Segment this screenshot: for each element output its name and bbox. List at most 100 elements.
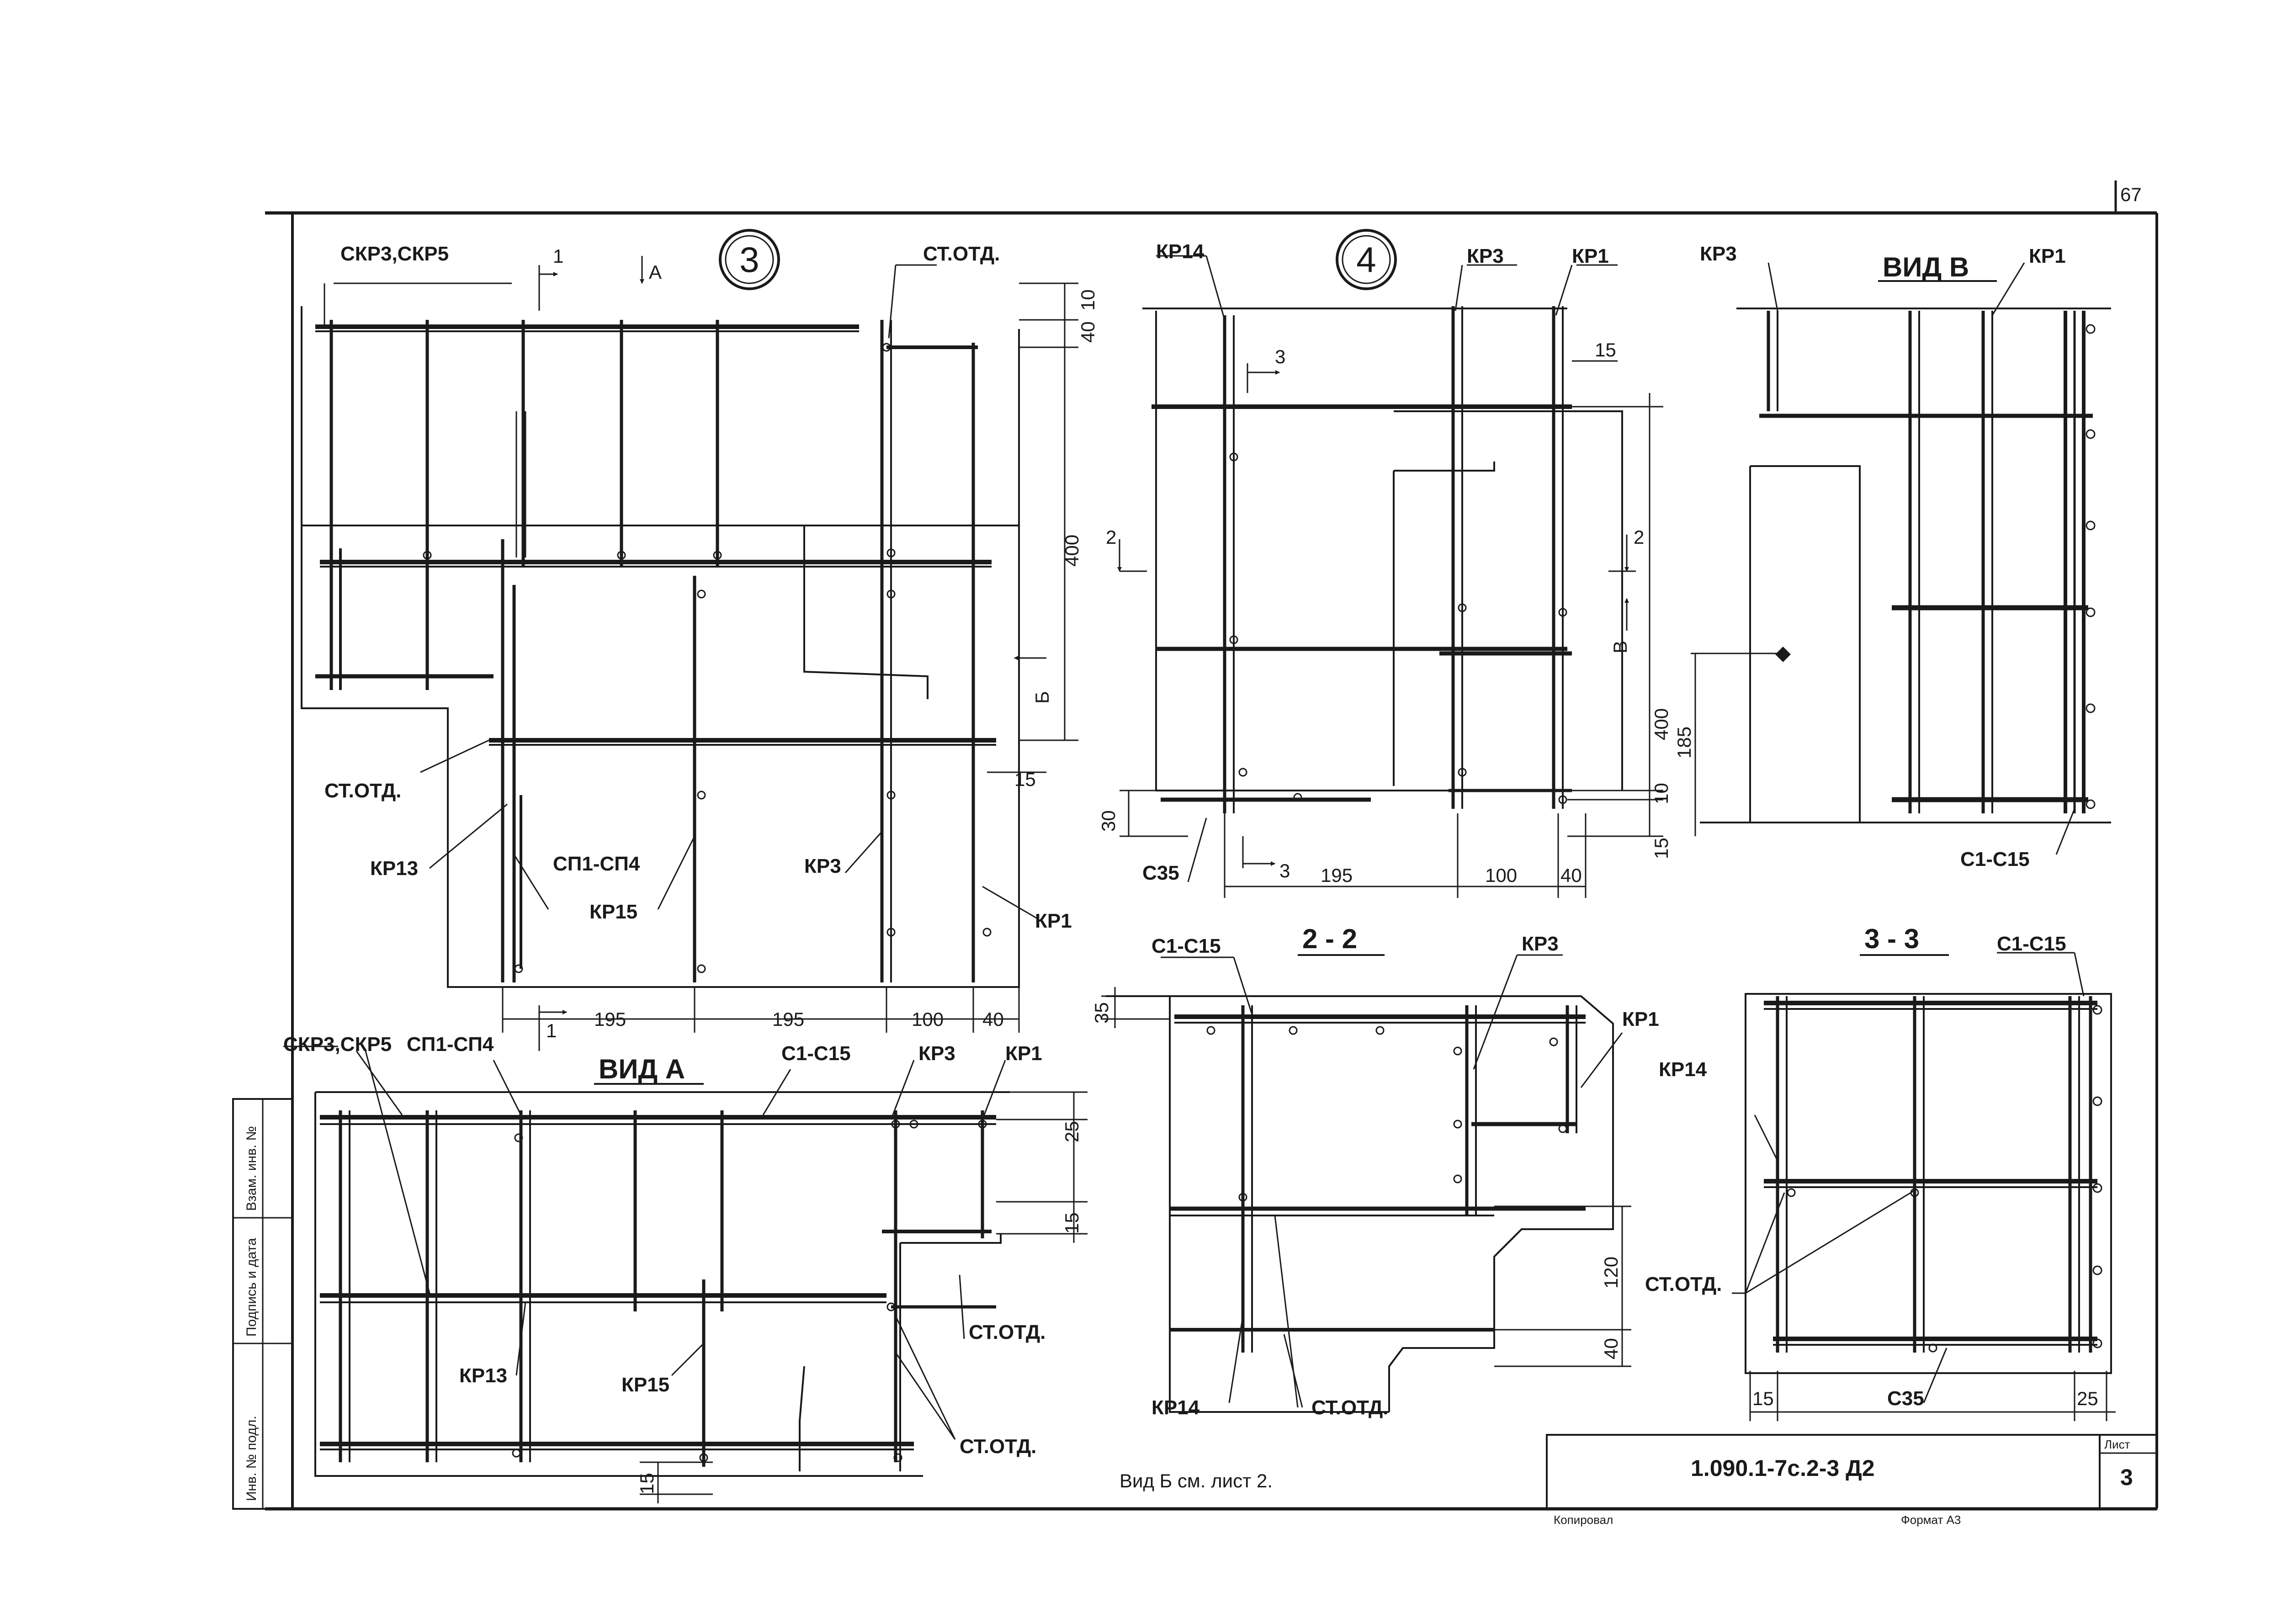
section-2-2-rebar	[1170, 1005, 1586, 1353]
section-3-3-dim-25: 25	[2077, 1388, 2098, 1409]
section-3-3-label-kr14: КР14	[1659, 1058, 1707, 1081]
node-4-outline	[1142, 308, 1623, 791]
node-3-arrow-a: А	[649, 261, 662, 283]
node-3-label-skr: СКР3,СКР5	[340, 243, 449, 265]
node-4-dim-195: 195	[1321, 865, 1353, 886]
view-v: ВИД В КР3 КР1 С1-С15 185	[1673, 243, 2111, 870]
node-4-cut2-right: 2	[1634, 526, 1644, 548]
view-v-outline	[1700, 308, 2111, 823]
section-2-2-label-c: С1-С15	[1152, 935, 1221, 957]
node-3-cut1-bottom: 1	[546, 1020, 557, 1041]
drawing-code: 1.090.1-7с.2-3 Д2	[1691, 1455, 1875, 1481]
node-3-label-kr3: КР3	[804, 855, 841, 877]
section-2-2-dim-120: 120	[1600, 1257, 1622, 1289]
section-3-3: 3 - 3 С1-С15 КР14 СТ.ОТД. С35 15 25	[1645, 923, 2116, 1421]
node-4-arrow-v: В	[1609, 641, 1631, 653]
view-v-label-kr1: КР1	[2029, 245, 2066, 267]
sheet-label: Лист	[2104, 1438, 2130, 1451]
section-3-3-label-st: СТ.ОТД.	[1645, 1273, 1722, 1295]
view-a-dimensions	[283, 1046, 1088, 1503]
view-a-label-st2: СТ.ОТД.	[960, 1435, 1036, 1458]
sheet-number: 3	[2120, 1465, 2133, 1490]
node-3-cut1-top: 1	[553, 245, 563, 267]
stamp-vzam: Взам. инв. №	[244, 1126, 259, 1211]
node-4-label-c35: С35	[1142, 862, 1179, 884]
view-a-label-kr3: КР3	[918, 1042, 955, 1065]
sheet-frame	[232, 180, 2158, 1511]
stamp-podpis: Подпись и дата	[244, 1238, 259, 1337]
node-4-cut2-left: 2	[1106, 526, 1116, 548]
node-3-bubble: 3	[739, 239, 759, 280]
node-3-view: 3 СКР3,СКР5 СТ.ОТД. СТ.ОТД. КР13 СП1-СП4…	[301, 229, 1099, 1051]
node-3-dimensions	[324, 256, 1078, 1051]
node-3-dim-40: 40	[1077, 321, 1099, 343]
node-3-label-st-left: СТ.ОТД.	[324, 780, 401, 802]
view-v-marker	[1775, 647, 1791, 662]
node-3-label-kr15: КР15	[589, 901, 637, 923]
section-2-2: 2 - 2 С1-С15 КР3 КР1 КР14 СТ.ОТД. 35 120…	[1091, 923, 1659, 1419]
node-4-label-kr14: КР14	[1156, 240, 1205, 263]
node-4-dim-15: 15	[1595, 339, 1616, 361]
section-3-3-title: 3 - 3	[1864, 923, 1919, 954]
view-a-label-skr: СКР3,СКР5	[283, 1033, 392, 1056]
section-2-2-dim-35: 35	[1091, 1002, 1112, 1024]
view-a-label-kr15: КР15	[621, 1374, 669, 1396]
node-4-dim-10: 10	[1650, 783, 1672, 804]
section-2-2-label-kr3: КР3	[1522, 933, 1559, 955]
sheet-note: Вид Б см. лист 2.	[1120, 1470, 1273, 1491]
node-3-outline	[301, 306, 1020, 988]
section-2-2-dim-40: 40	[1600, 1338, 1622, 1359]
node-4-bubble: 4	[1356, 239, 1376, 280]
node-4-dim-100: 100	[1485, 865, 1517, 886]
view-v-rebar	[1759, 311, 2096, 813]
view-a-label-c: С1-С15	[781, 1042, 851, 1065]
view-v-label-c: С1-С15	[1960, 848, 2030, 870]
node-3-rebar	[315, 320, 996, 982]
node-4-label-kr3: КР3	[1467, 245, 1504, 267]
section-2-2-label-st: СТ.ОТД.	[1311, 1396, 1388, 1419]
node-3-label-kr13: КР13	[370, 857, 418, 880]
node-3-dim-15: 15	[1014, 769, 1036, 790]
node-4-cut3-top: 3	[1275, 346, 1285, 367]
view-a-title: ВИД А	[599, 1054, 685, 1084]
node-3-dim-195a: 195	[594, 1008, 626, 1030]
section-3-3-dim-15: 15	[1752, 1388, 1774, 1409]
node-4-cut3-bottom: 3	[1279, 860, 1290, 881]
view-a-dim-15: 15	[1061, 1212, 1083, 1234]
node-3-arrow-b: Б	[1031, 691, 1053, 704]
section-2-2-outline	[1106, 995, 1614, 1413]
footer-copied: Копировал	[1554, 1513, 1613, 1527]
node-4-rebar	[1152, 306, 1572, 813]
view-a-label-sp: СП1-СП4	[407, 1033, 494, 1056]
section-2-2-dimensions	[1101, 954, 1631, 1408]
section-3-3-outline	[1745, 993, 2112, 1374]
node-4-dimensions	[1117, 255, 1663, 898]
section-3-3-dimensions	[1732, 952, 2116, 1421]
view-a: ВИД А СКР3,СКР5 СП1-СП4 С1-С15 КР3 КР1 С…	[283, 1033, 1088, 1503]
page-number: 67	[2120, 184, 2142, 205]
node-4-dim-30: 30	[1098, 810, 1119, 832]
section-3-3-label-c35: С35	[1887, 1387, 1924, 1410]
node-3-dim-195b: 195	[772, 1008, 804, 1030]
footer-format: Формат А3	[1901, 1513, 1961, 1527]
node-3-dim-100: 100	[912, 1008, 944, 1030]
section-3-3-rebar	[1764, 996, 2102, 1353]
node-4-dim-15b: 15	[1650, 838, 1672, 859]
node-4-dim-400: 400	[1650, 708, 1672, 740]
node-3-dim-40b: 40	[982, 1008, 1004, 1030]
node-4-view: 4 КР14 КР3 КР1 С35 3 3 2 2 В 15 400 10 1…	[1098, 229, 1672, 898]
node-3-label-sp: СП1-СП4	[553, 853, 640, 875]
section-2-2-label-kr1: КР1	[1622, 1008, 1659, 1030]
node-3-label-kr1: КР1	[1035, 910, 1072, 932]
title-block: 1.090.1-7с.2-3 Д2 Лист 3 Копировал Форма…	[1554, 1438, 2133, 1527]
view-a-label-kr13: КР13	[459, 1364, 507, 1387]
stamp: Инв. № подл. Подпись и дата Взам. инв. №	[244, 1126, 259, 1501]
view-a-label-kr1: КР1	[1005, 1042, 1042, 1065]
node-3-dim-400: 400	[1061, 535, 1083, 567]
node-3-label-st-top: СТ.ОТД.	[923, 243, 1000, 265]
section-2-2-label-kr14: КР14	[1152, 1396, 1200, 1419]
node-4-label-kr1: КР1	[1572, 245, 1609, 267]
view-a-label-st1: СТ.ОТД.	[969, 1321, 1045, 1343]
view-a-dim-15b: 15	[636, 1473, 658, 1494]
